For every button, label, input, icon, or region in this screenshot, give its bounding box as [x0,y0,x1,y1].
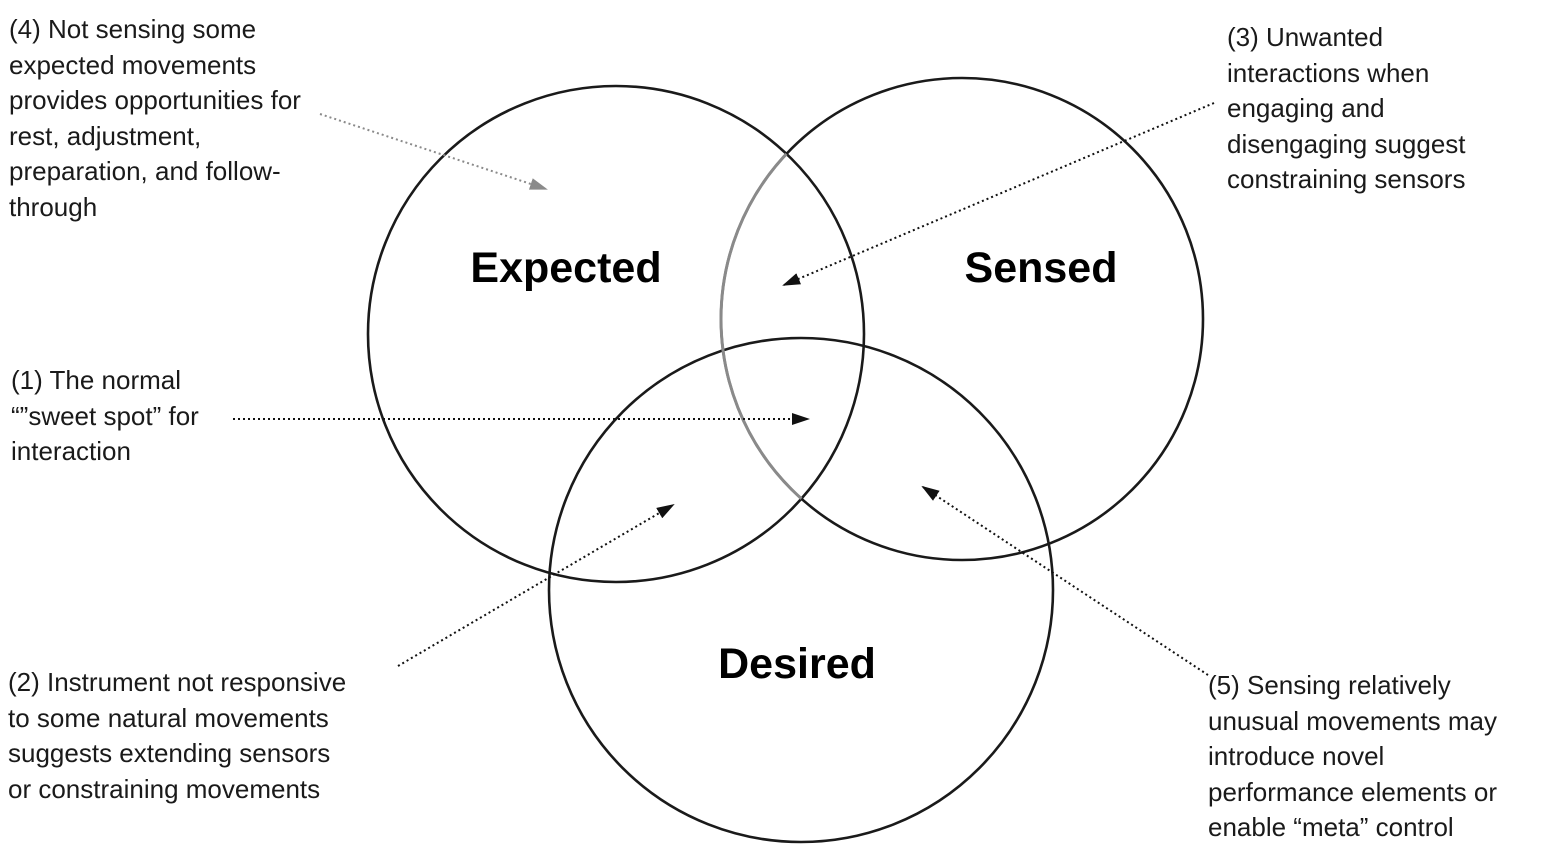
annotation-5: (5) Sensing relatively unusual movements… [1208,668,1497,846]
arrow-2 [397,503,675,667]
annotation-3: (3) Unwanted interactions when engaging … [1227,20,1466,198]
annotation-5-line: performance elements or [1208,776,1498,807]
annotation-5-line: introduce novel [1208,741,1385,771]
annotation-4-line: through [9,191,98,222]
annotation-2: (2) Instrument not responsive to some na… [8,665,346,807]
label-sensed: Sensed [965,244,1118,292]
annotation-4-line: (4) Not sensing some [9,14,257,44]
label-desired: Desired [718,640,876,688]
arrow-4 [319,113,548,190]
annotation-1: (1) The normal “”sweet spot” for interac… [11,363,199,470]
arrow-5 [921,485,1209,676]
label-expected: Expected [470,244,661,292]
annotation-2-line: suggests extending sensors [8,738,331,768]
annotation-3-line: (3) Unwanted [1227,22,1384,52]
annotation-1-line: “”sweet spot” for [11,400,199,431]
circle-desired [547,336,1055,844]
circle-sensed [719,76,1205,562]
annotation-4: (4) Not sensing some expected movements … [9,12,301,225]
annotation-2-line: to some natural movements [8,702,329,733]
annotation-5-line: unusual movements may [1208,705,1498,736]
annotation-1-line: interaction [11,436,131,466]
annotation-5-line: enable “meta” control [1208,812,1454,842]
overlap-arc-sensed [719,86,864,562]
circle-expected [366,84,866,584]
annotation-2-line: or constraining movements [8,773,321,804]
annotation-3-line: interactions when [1227,57,1430,88]
annotation-3-line: constraining sensors [1227,164,1466,194]
annotation-3-line: engaging and [1227,93,1385,123]
annotation-3-line: disengaging suggest [1227,128,1466,159]
annotation-5-line: (5) Sensing relatively [1208,670,1451,700]
annotation-4-line: provides opportunities for [9,85,301,115]
annotation-4-line: preparation, and follow- [9,156,281,186]
annotation-2-line: (2) Instrument not responsive [8,667,347,697]
annotation-4-line: expected movements [9,49,257,80]
annotation-4-line: rest, adjustment, [9,120,202,151]
annotation-1-line: (1) The normal [11,365,182,395]
